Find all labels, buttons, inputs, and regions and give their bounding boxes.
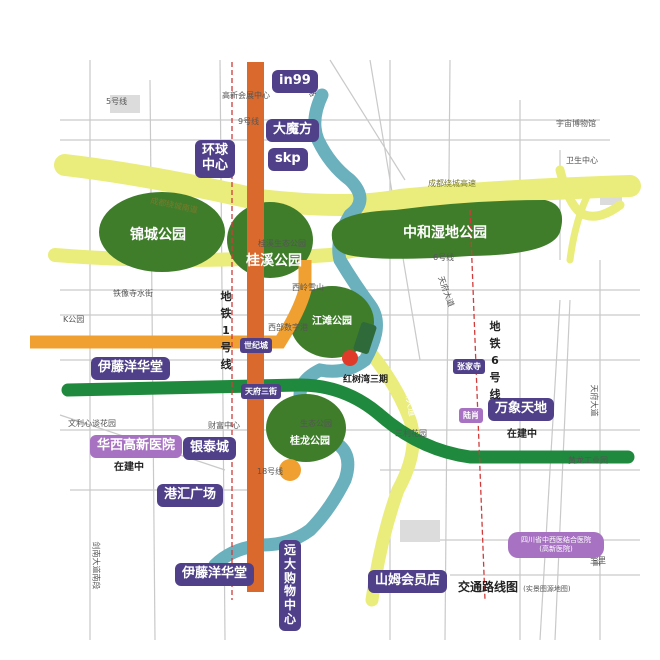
block-1: [110, 95, 140, 113]
road-line5-tag: 5号线: [106, 97, 128, 106]
landmark-huaxi: 华西高新医院: [90, 435, 183, 458]
landmark-damofang: 大魔方: [266, 119, 320, 142]
landmark-yintai: 银泰城: [183, 437, 237, 460]
chengdu-ring-road: [54, 154, 641, 216]
landmark-skp: skp: [268, 148, 308, 171]
park-jincheng: [99, 192, 225, 272]
park-jincheng-label: 锦城公园: [130, 227, 186, 243]
road-tianfu-east: 天府大道: [589, 384, 599, 417]
park-jiangtan-label: 江滩公园: [312, 316, 352, 327]
map-title-block: 交通路线图 (实景图源地图): [458, 576, 571, 595]
station-shijicheng: 世纪城: [240, 338, 272, 353]
poi-sanli: 三利花园: [395, 429, 427, 438]
road-chengdu-ring: 成都绕城高速: [428, 179, 476, 188]
metro-line-6-dashed: [469, 209, 486, 601]
landmark-huanqiu: 环球 中心: [195, 140, 236, 178]
poi-caifu: 财富中心: [208, 421, 240, 430]
poi-weisheng: 卫生中心: [566, 156, 598, 165]
metro-line1-label: 地 铁 1 号 线: [220, 290, 232, 371]
road-line9-tag: 9号线: [238, 117, 260, 126]
landmark-in99: in99: [272, 70, 318, 93]
map-title: 交通路线图: [458, 580, 519, 594]
hospital-name: 四川省中西医结合医院: [521, 536, 591, 544]
poi-chengdu-gaoxin: 宇宙博物馆: [556, 119, 596, 128]
orange-marker: [279, 459, 301, 481]
park-guilong-label: 桂龙公园: [290, 436, 330, 447]
poi-longtan: 兰里: [590, 556, 606, 565]
poi-guixi-park: 桂溪生态公园: [258, 239, 306, 248]
landmark-wanxiang: 万象天地: [488, 398, 555, 421]
station-luhu: 陆肖: [459, 408, 483, 423]
road-line6-tag: 6号线: [433, 253, 455, 262]
river: [208, 88, 383, 572]
interchange-ramp: [555, 165, 625, 221]
landmark-ganghui: 港汇广场: [157, 484, 224, 507]
road-jiannan: 剑南大道南段: [91, 541, 101, 590]
poi-wenli-park: 文利心谈花园: [68, 419, 116, 428]
station-tianfusanjie: 天府三街: [241, 384, 281, 399]
landmark-yuanda: 远 大 购 物 中 心: [279, 540, 302, 631]
metro-line-6-orange: [30, 260, 312, 349]
landmark-huaxi-status: 在建中: [114, 462, 144, 473]
poi-gaoxin-center: 高新会展中心: [222, 91, 270, 100]
hospital-bubble: 四川省中西医结合医院 (高新医院): [508, 532, 604, 559]
park-zhonghe-label: 中和湿地公园: [403, 225, 487, 241]
metro-green-line: [61, 378, 635, 464]
zizhou-road: [353, 333, 420, 607]
interchange-ramp-2: [566, 186, 594, 264]
metro-line-1: [247, 62, 264, 592]
parks: [99, 192, 563, 462]
station-hub: [353, 322, 377, 354]
hospital-sub: (高新医院): [539, 545, 573, 554]
poi-tiexi: 铁像寺水街: [113, 289, 153, 298]
project-label: 红树湾三期: [343, 375, 389, 385]
park-guixi-label: 桂溪公园: [246, 253, 302, 269]
metro-line6-label: 地 铁 6 号 线: [489, 320, 501, 401]
poi-xiling: 西岭雪山: [292, 283, 324, 292]
road-line18-tag: 18号线: [257, 467, 284, 476]
map-subtitle: (实景图源地图): [523, 585, 571, 593]
poi-huanglong: 黄龙工业园: [568, 456, 608, 465]
landmark-wanxiang-status: 在建中: [507, 429, 537, 440]
landmark-shanmu: 山姆会员店: [368, 570, 448, 593]
park-zhonghe: [331, 200, 563, 259]
park-jiangtan: [290, 286, 374, 358]
poi-jinrong: 西部数字港: [268, 323, 308, 332]
poi-ke-park: K公园: [63, 315, 85, 324]
station-zhangjiasi: 张家寺: [453, 359, 485, 374]
park-guilong: [266, 394, 346, 462]
poi-guilong: 生态公园: [300, 419, 332, 428]
project-dot: [342, 350, 358, 366]
landmark-yitengyang-south: 伊藤洋华堂: [175, 563, 255, 586]
block-2: [400, 520, 440, 542]
landmark-yitengyang-north: 伊藤洋华堂: [91, 357, 171, 380]
